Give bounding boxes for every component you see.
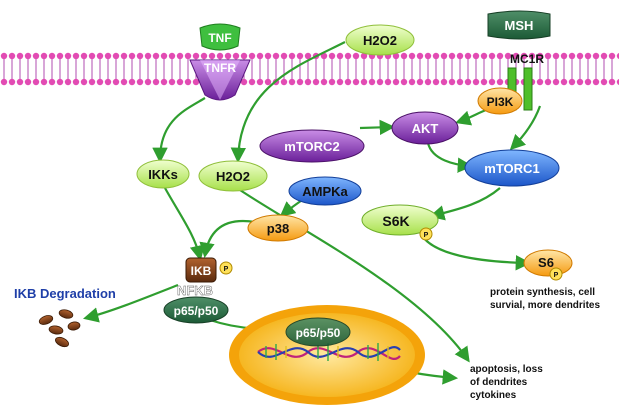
s6k-node: S6K P <box>361 204 439 241</box>
s6-label: S6 <box>538 255 554 270</box>
s6-node: S6 P <box>523 249 573 281</box>
pi3k-label: PI3K <box>487 95 514 109</box>
mtorc1-node: mTORC1 <box>464 149 560 187</box>
pi3k-node: PI3K <box>477 87 523 115</box>
arrow-mtorc2-akt <box>359 119 396 136</box>
tnf-receptor: TNF TNFR <box>189 23 251 101</box>
s6-outcome-line2: survial, more dendrites <box>490 300 600 311</box>
s6-phospho-label: P <box>554 272 559 279</box>
ikb-degradation-label: IKB Degradation <box>14 286 116 301</box>
apoptosis-line2: of dendrites <box>470 377 528 388</box>
h2o2-top-node: H2O2 <box>345 24 415 56</box>
s6k-phospho-badge <box>419 227 433 241</box>
apoptosis-line3: cytokines <box>470 390 517 401</box>
mc1r-label: MC1R <box>510 52 544 66</box>
arrow-s6k-s6 <box>418 231 532 271</box>
arrow-mtorc1-s6k <box>429 187 501 221</box>
mtorc2-node: mTORC2 <box>259 129 365 163</box>
arrow-h2o2-apoptosis <box>239 189 470 363</box>
p38-node: p38 <box>247 214 309 242</box>
arrow-ikks-ikb <box>164 187 205 262</box>
ampka-node: AMPKa <box>288 176 362 206</box>
s6k-label: S6K <box>382 213 409 229</box>
akt-node: AKT <box>391 111 459 145</box>
dna-helix <box>257 343 401 361</box>
msh-ligand: MSH <box>487 10 551 40</box>
ikb-phospho-label: P <box>224 266 229 273</box>
mtorc1-label: mTORC1 <box>484 161 539 176</box>
mtorc2-label: mTORC2 <box>284 139 339 154</box>
akt-label: AKT <box>412 121 439 136</box>
ikb-nfkb-complex: IKB P NFKB p65/p50 <box>163 257 233 324</box>
h2o2-mid-label: H2O2 <box>216 169 250 184</box>
ikb-label: IKB <box>191 264 212 278</box>
arrow-akt-mtorc1 <box>426 142 474 173</box>
arrow-h2o2-h2o2 <box>230 41 346 164</box>
nfkb-label: NFKB <box>177 283 213 298</box>
tnf-ligand <box>199 23 241 51</box>
mc1r-receptor: MC1R <box>507 52 544 111</box>
p65p50-nuclear-label: p65/p50 <box>296 326 341 340</box>
s6-outcome-line1: protein synthesis, cell <box>490 287 595 298</box>
arrow-p38-ikb <box>199 219 256 259</box>
ikb-block <box>185 257 217 283</box>
ampka-label: AMPKa <box>302 184 348 199</box>
arrow-ikb-degradation <box>83 283 179 323</box>
ikb-phospho-badge <box>219 261 233 275</box>
arrow-pi3k-akt <box>455 108 487 126</box>
p65p50-label: p65/p50 <box>174 304 219 318</box>
apoptosis-line1: apoptosis, loss <box>470 364 543 375</box>
p65p50-cytoplasm <box>163 296 229 324</box>
ikks-label: IKKs <box>148 167 178 182</box>
ikks-node: IKKs <box>136 159 190 189</box>
msh-label: MSH <box>505 18 534 33</box>
tnfr-label: TNFR <box>204 61 236 75</box>
degraded-fragments <box>38 309 81 348</box>
p65p50-nuclear-node: p65/p50 <box>285 317 351 347</box>
arrow-tnfr-ikks <box>152 97 206 164</box>
s6-phospho-badge <box>549 267 563 281</box>
arrow-mc1r-mtorc1 <box>509 105 542 151</box>
h2o2-top-label: H2O2 <box>363 33 397 48</box>
tnf-label: TNF <box>208 31 231 45</box>
h2o2-mid-node: H2O2 <box>198 160 268 192</box>
p38-label: p38 <box>267 221 289 236</box>
s6k-phospho-label: P <box>424 232 429 239</box>
